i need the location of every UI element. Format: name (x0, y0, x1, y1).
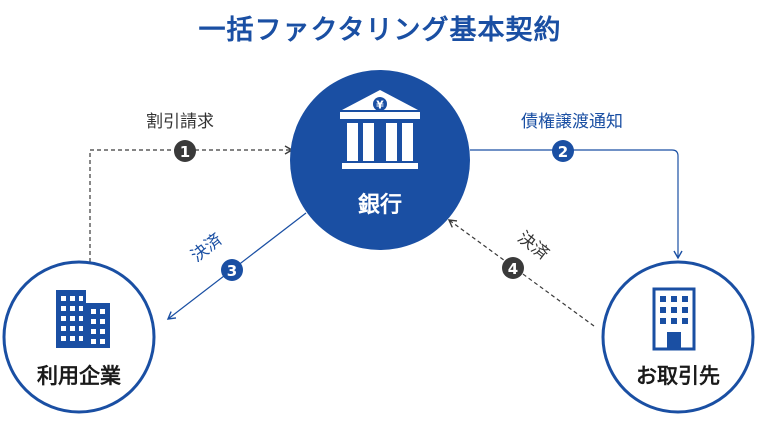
flow-1-arrow (89, 145, 294, 262)
flow-2-label: 債権譲渡通知 (521, 112, 623, 132)
step-1-number: 1 (180, 143, 190, 161)
flow-1-label: 割引請求 (146, 112, 214, 132)
company-label: 利用企業 (37, 364, 122, 388)
diagram-title: 一括ファクタリング基本契約 (198, 15, 562, 46)
flow-2-assignment-notice: 債権譲渡通知 2 (470, 112, 683, 260)
step-4-badge (502, 257, 524, 279)
flow-3-settlement: 決済 3 (166, 212, 307, 320)
flow-1-discount-request: 割引請求 1 (89, 112, 294, 262)
step-4-number: 4 (508, 260, 518, 278)
step-2-badge (552, 140, 574, 162)
bank-node: ¥ 銀行 (290, 70, 470, 250)
bank-yen-icon: ¥ (340, 90, 420, 169)
step-2-number: 2 (558, 143, 568, 161)
office-building-icon (652, 287, 696, 351)
step-3-number: 3 (227, 262, 237, 280)
bank-label: 銀行 (358, 192, 402, 218)
flow-4-arrow (447, 219, 595, 327)
bank-circle (290, 70, 470, 250)
partner-node: お取引先 (601, 260, 755, 414)
partner-label: お取引先 (636, 364, 720, 388)
step-3-badge (221, 259, 243, 281)
office-buildings-icon (56, 290, 110, 348)
svg-text:¥: ¥ (376, 99, 384, 112)
flow-4-settlement: 決済 4 (447, 219, 595, 327)
step-1-badge (174, 140, 196, 162)
flow-4-label: 決済 (514, 228, 553, 265)
flow-2-arrow (470, 149, 683, 260)
flow-3-label: 決済 (187, 230, 226, 267)
company-node: 利用企業 (2, 260, 156, 414)
